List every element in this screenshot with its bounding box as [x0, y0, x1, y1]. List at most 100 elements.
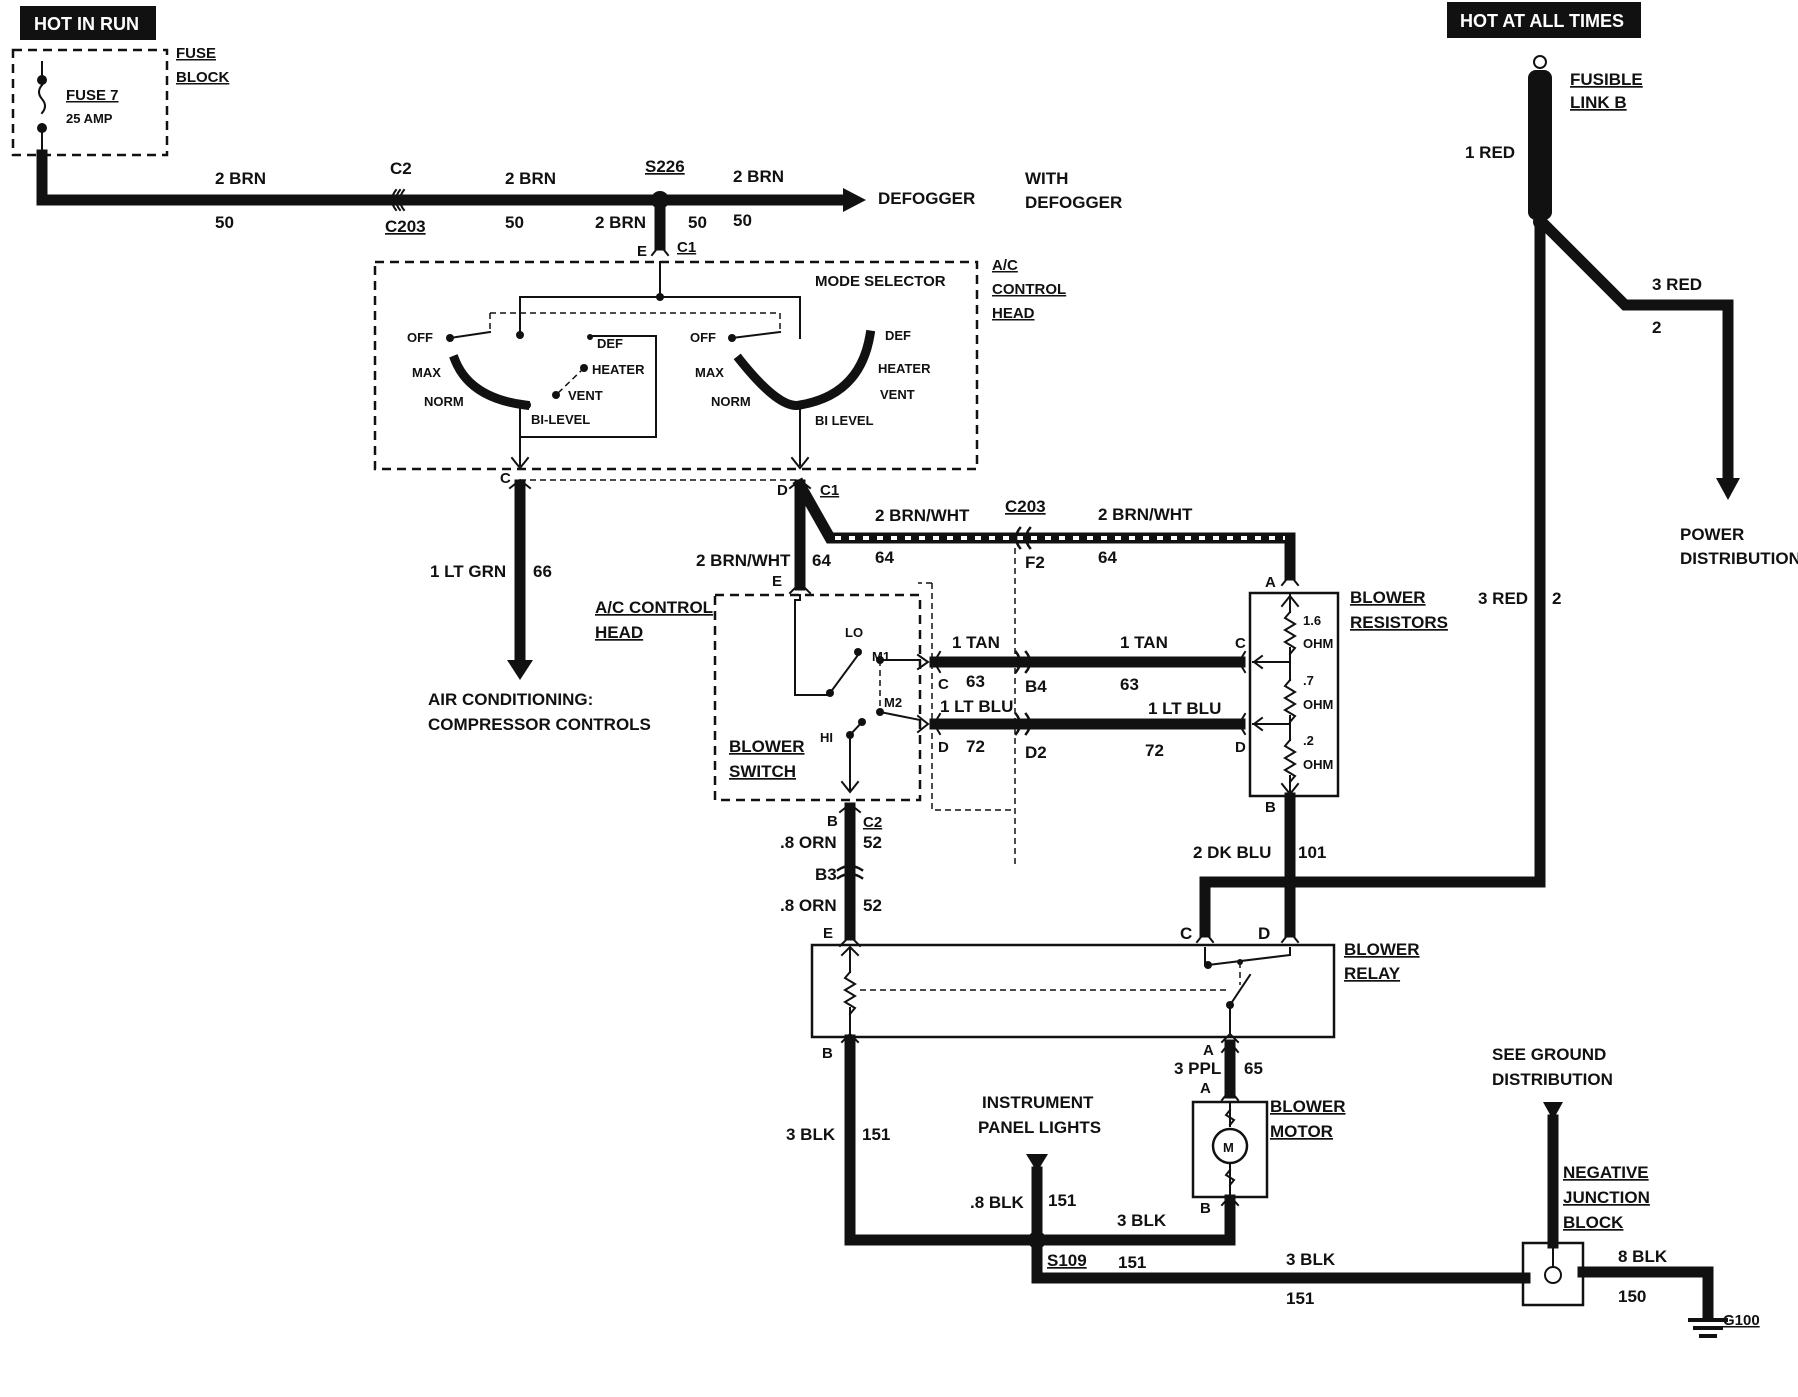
- tan-wire-2: 1 TAN: [1120, 633, 1168, 652]
- riser-circuit: 2: [1552, 589, 1561, 608]
- wire-8orn-52: [836, 802, 864, 948]
- top-wire-seg1: 2 BRN: [215, 169, 266, 188]
- orn-conn-pin: B3: [815, 865, 837, 884]
- ip-lights-1: INSTRUMENT: [982, 1093, 1094, 1112]
- left-vent: VENT: [568, 388, 603, 403]
- resistor-r2-ohm: OHM: [1303, 697, 1333, 712]
- banner-hot-in-run: HOT IN RUN: [20, 6, 156, 40]
- ground-wiring: [1026, 1102, 1728, 1338]
- blower-switch-head-1: A/C CONTROL: [595, 598, 713, 617]
- splice-s109: S109: [1047, 1251, 1087, 1270]
- resistors-pin-a: A: [1265, 574, 1276, 591]
- ac-head-pin-c: C: [500, 470, 511, 487]
- relay-ground-circuit: 151: [862, 1125, 890, 1144]
- drop-circuit: 50: [688, 213, 707, 232]
- brnwht-seg2-circuit: 64: [1098, 548, 1117, 567]
- njb-2: JUNCTION: [1563, 1188, 1650, 1207]
- ground-8blk-wire: 8 BLK: [1618, 1247, 1668, 1266]
- wire-2dkblu-101: [1195, 792, 1546, 944]
- ip-lights-2: PANEL LIGHTS: [978, 1118, 1101, 1137]
- wire-2brnwht-64: [788, 477, 1300, 865]
- orn-wire-2: .8 ORN: [780, 896, 837, 915]
- right-heater: HEATER: [878, 361, 931, 376]
- relay-pin-e: E: [823, 925, 833, 942]
- blower-switch-m2: M2: [884, 695, 902, 710]
- right-norm: NORM: [711, 394, 751, 409]
- ac-comp-line1: AIR CONDITIONING:: [428, 690, 593, 709]
- njb-1: NEGATIVE: [1563, 1163, 1649, 1182]
- ac-head-conn-c1b: C1: [820, 482, 839, 499]
- with-defogger-1: WITH: [1025, 169, 1068, 188]
- blower-switch-name-2: SWITCH: [729, 762, 796, 781]
- motor-name-1: BLOWER: [1270, 1097, 1346, 1116]
- blower-relay: [810, 943, 1336, 1044]
- relay-pin-b: B: [822, 1045, 833, 1062]
- ltblu-wire-2: 1 LT BLU: [1148, 699, 1221, 718]
- left-max: MAX: [412, 365, 441, 380]
- right-vent: VENT: [880, 387, 915, 402]
- ltgrn-circuit: 66: [533, 562, 552, 581]
- motor-wire: 3 PPL: [1174, 1059, 1221, 1078]
- relay-pin-c: C: [1180, 924, 1192, 943]
- relay-name-1: BLOWER: [1344, 940, 1420, 959]
- resistor-r1-ohm: OHM: [1303, 636, 1333, 651]
- fuse-block: FUSE 7 25 AMP FUSE BLOCK: [11, 45, 229, 157]
- brnwht-conn-pin: F2: [1025, 553, 1045, 572]
- drop-wire: 2 BRN: [595, 213, 646, 232]
- motor-circuit: 65: [1244, 1059, 1263, 1078]
- ac-head-title-3: HEAD: [992, 305, 1035, 322]
- ground-wire: 3 BLK: [1286, 1250, 1336, 1269]
- top-wire-c2: 50: [505, 213, 524, 232]
- orn-pin-b: B: [827, 813, 838, 830]
- motor-m: M: [1223, 1140, 1234, 1155]
- orn-wire-1: .8 ORN: [780, 833, 837, 852]
- fuse-rating: 25 AMP: [66, 111, 113, 126]
- njb-3: BLOCK: [1563, 1213, 1624, 1232]
- right-bilevel: BI LEVEL: [815, 413, 874, 428]
- blower-switch-m1: M1: [872, 649, 890, 664]
- relay-ground-wire: 3 BLK: [786, 1125, 836, 1144]
- see-ground-2: DISTRIBUTION: [1492, 1070, 1613, 1089]
- ground-circuit: 151: [1286, 1289, 1314, 1308]
- see-ground-1: SEE GROUND: [1492, 1045, 1606, 1064]
- splice-s226-dot: [651, 191, 669, 209]
- ground-g100: G100: [1723, 1312, 1760, 1329]
- dkblu-wire: 2 DK BLU: [1193, 843, 1271, 862]
- ac-head-pin-e: E: [637, 243, 647, 260]
- splice-s226: S226: [645, 157, 685, 176]
- ip-circuit: 151: [1048, 1191, 1076, 1210]
- relay-pin-a: A: [1203, 1042, 1214, 1059]
- motor-pin-a: A: [1200, 1080, 1211, 1097]
- brnwht-drop-wire: 2 BRN/WHT: [696, 551, 791, 570]
- mode-selector-label: MODE SELECTOR: [815, 273, 946, 290]
- left-heater: HEATER: [592, 362, 645, 377]
- blower-switch-head-2: HEAD: [595, 623, 643, 642]
- ac-head-pin-d: D: [777, 482, 788, 499]
- tan-pin-right: C: [1235, 635, 1246, 652]
- blower-switch-lo: LO: [845, 625, 863, 640]
- resistors-name-1: BLOWER: [1350, 588, 1426, 607]
- blower-switch-name-1: BLOWER: [729, 737, 805, 756]
- ip-wire: .8 BLK: [970, 1193, 1025, 1212]
- ltblu-circuit: 72: [966, 737, 985, 756]
- motor-name-2: MOTOR: [1270, 1122, 1333, 1141]
- defogger-label: DEFOGGER: [878, 189, 975, 208]
- wire-1ltblu-72: [916, 712, 1247, 736]
- top-wire-seg3: 2 BRN: [733, 167, 784, 186]
- ltgrn-wire: 1 LT GRN: [430, 562, 506, 581]
- brnwht-seg2: 2 BRN/WHT: [1098, 505, 1193, 524]
- ltblu-circuit-2: 72: [1145, 741, 1164, 760]
- tan-circuit: 63: [966, 672, 985, 691]
- orn-circuit-1: 52: [863, 833, 882, 852]
- resistors-name-2: RESISTORS: [1350, 613, 1448, 632]
- right-max: MAX: [695, 365, 724, 380]
- brnwht-seg1: 2 BRN/WHT: [875, 506, 970, 525]
- resistor-r3: .2: [1303, 733, 1314, 748]
- fusible-link-2: LINK B: [1570, 93, 1627, 112]
- motor-out-wire: 3 BLK: [1117, 1211, 1167, 1230]
- brnwht-seg1-circuit: 64: [875, 548, 894, 567]
- fuse-block-label-1: FUSE: [176, 45, 216, 62]
- power-circuit: 2: [1652, 318, 1661, 337]
- fusible-link-b: [1528, 55, 1740, 888]
